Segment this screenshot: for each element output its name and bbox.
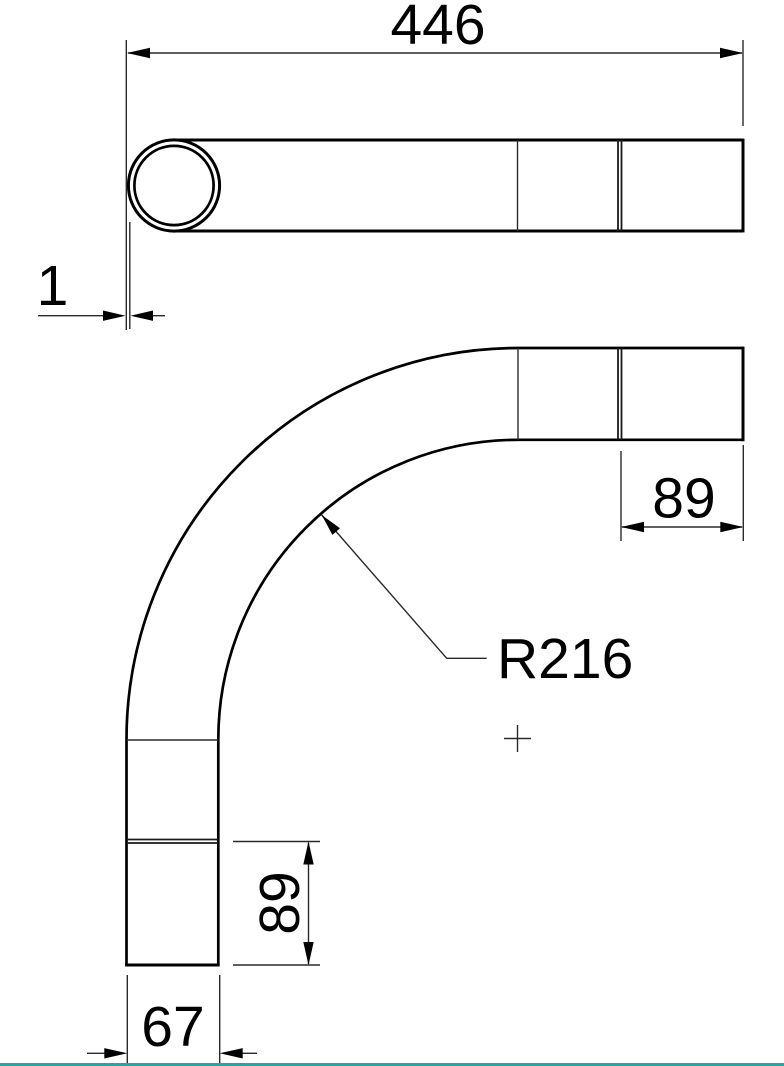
arrowhead-right-icon — [219, 1048, 243, 1059]
right-end-length-value: 89 — [652, 467, 715, 531]
outer-width-dimension: 67 — [87, 975, 257, 1065]
bend-radius-callout: R216 — [321, 514, 633, 691]
overall-length-dimension: 446 — [125, 0, 744, 330]
arrowhead-left-icon — [103, 310, 126, 321]
bottom-end-length-value: 89 — [248, 871, 312, 934]
wall-thickness-dimension: 1 — [37, 222, 165, 329]
wall-thickness-value: 1 — [37, 254, 69, 318]
right-end-length-dimension: 89 — [620, 445, 744, 541]
pipe-end-inner-circle — [133, 144, 215, 227]
pipe-body — [126, 138, 745, 233]
overall-length-value: 446 — [390, 0, 485, 57]
accent-bottom-bar — [0, 1063, 784, 1066]
pipe-side-view: 446 1 — [37, 0, 745, 330]
pipe-end-outer-circle — [126, 138, 222, 233]
bend-outer-arc — [125, 346, 519, 740]
bend-inner-arc — [216, 438, 519, 740]
bottom-end-length-dimension: 89 — [233, 840, 320, 966]
leader-line — [321, 514, 487, 659]
arrowhead-left-icon — [127, 47, 150, 59]
arrowhead-up-icon — [303, 841, 314, 865]
center-mark-icon — [504, 725, 531, 752]
arrowhead-down-icon — [303, 942, 314, 965]
arrowhead-right-icon — [130, 310, 153, 321]
arrowhead-right-icon — [720, 521, 744, 533]
arrowhead-left-icon — [104, 1048, 128, 1059]
arrowhead-right-icon — [720, 47, 743, 59]
outer-width-value: 67 — [141, 995, 204, 1059]
bend-radius-value: R216 — [497, 627, 633, 691]
arrowhead-left-icon — [621, 521, 644, 533]
leader-arrowhead-icon — [321, 515, 340, 535]
bend-view: R216 89 89 67 — [87, 346, 745, 1065]
